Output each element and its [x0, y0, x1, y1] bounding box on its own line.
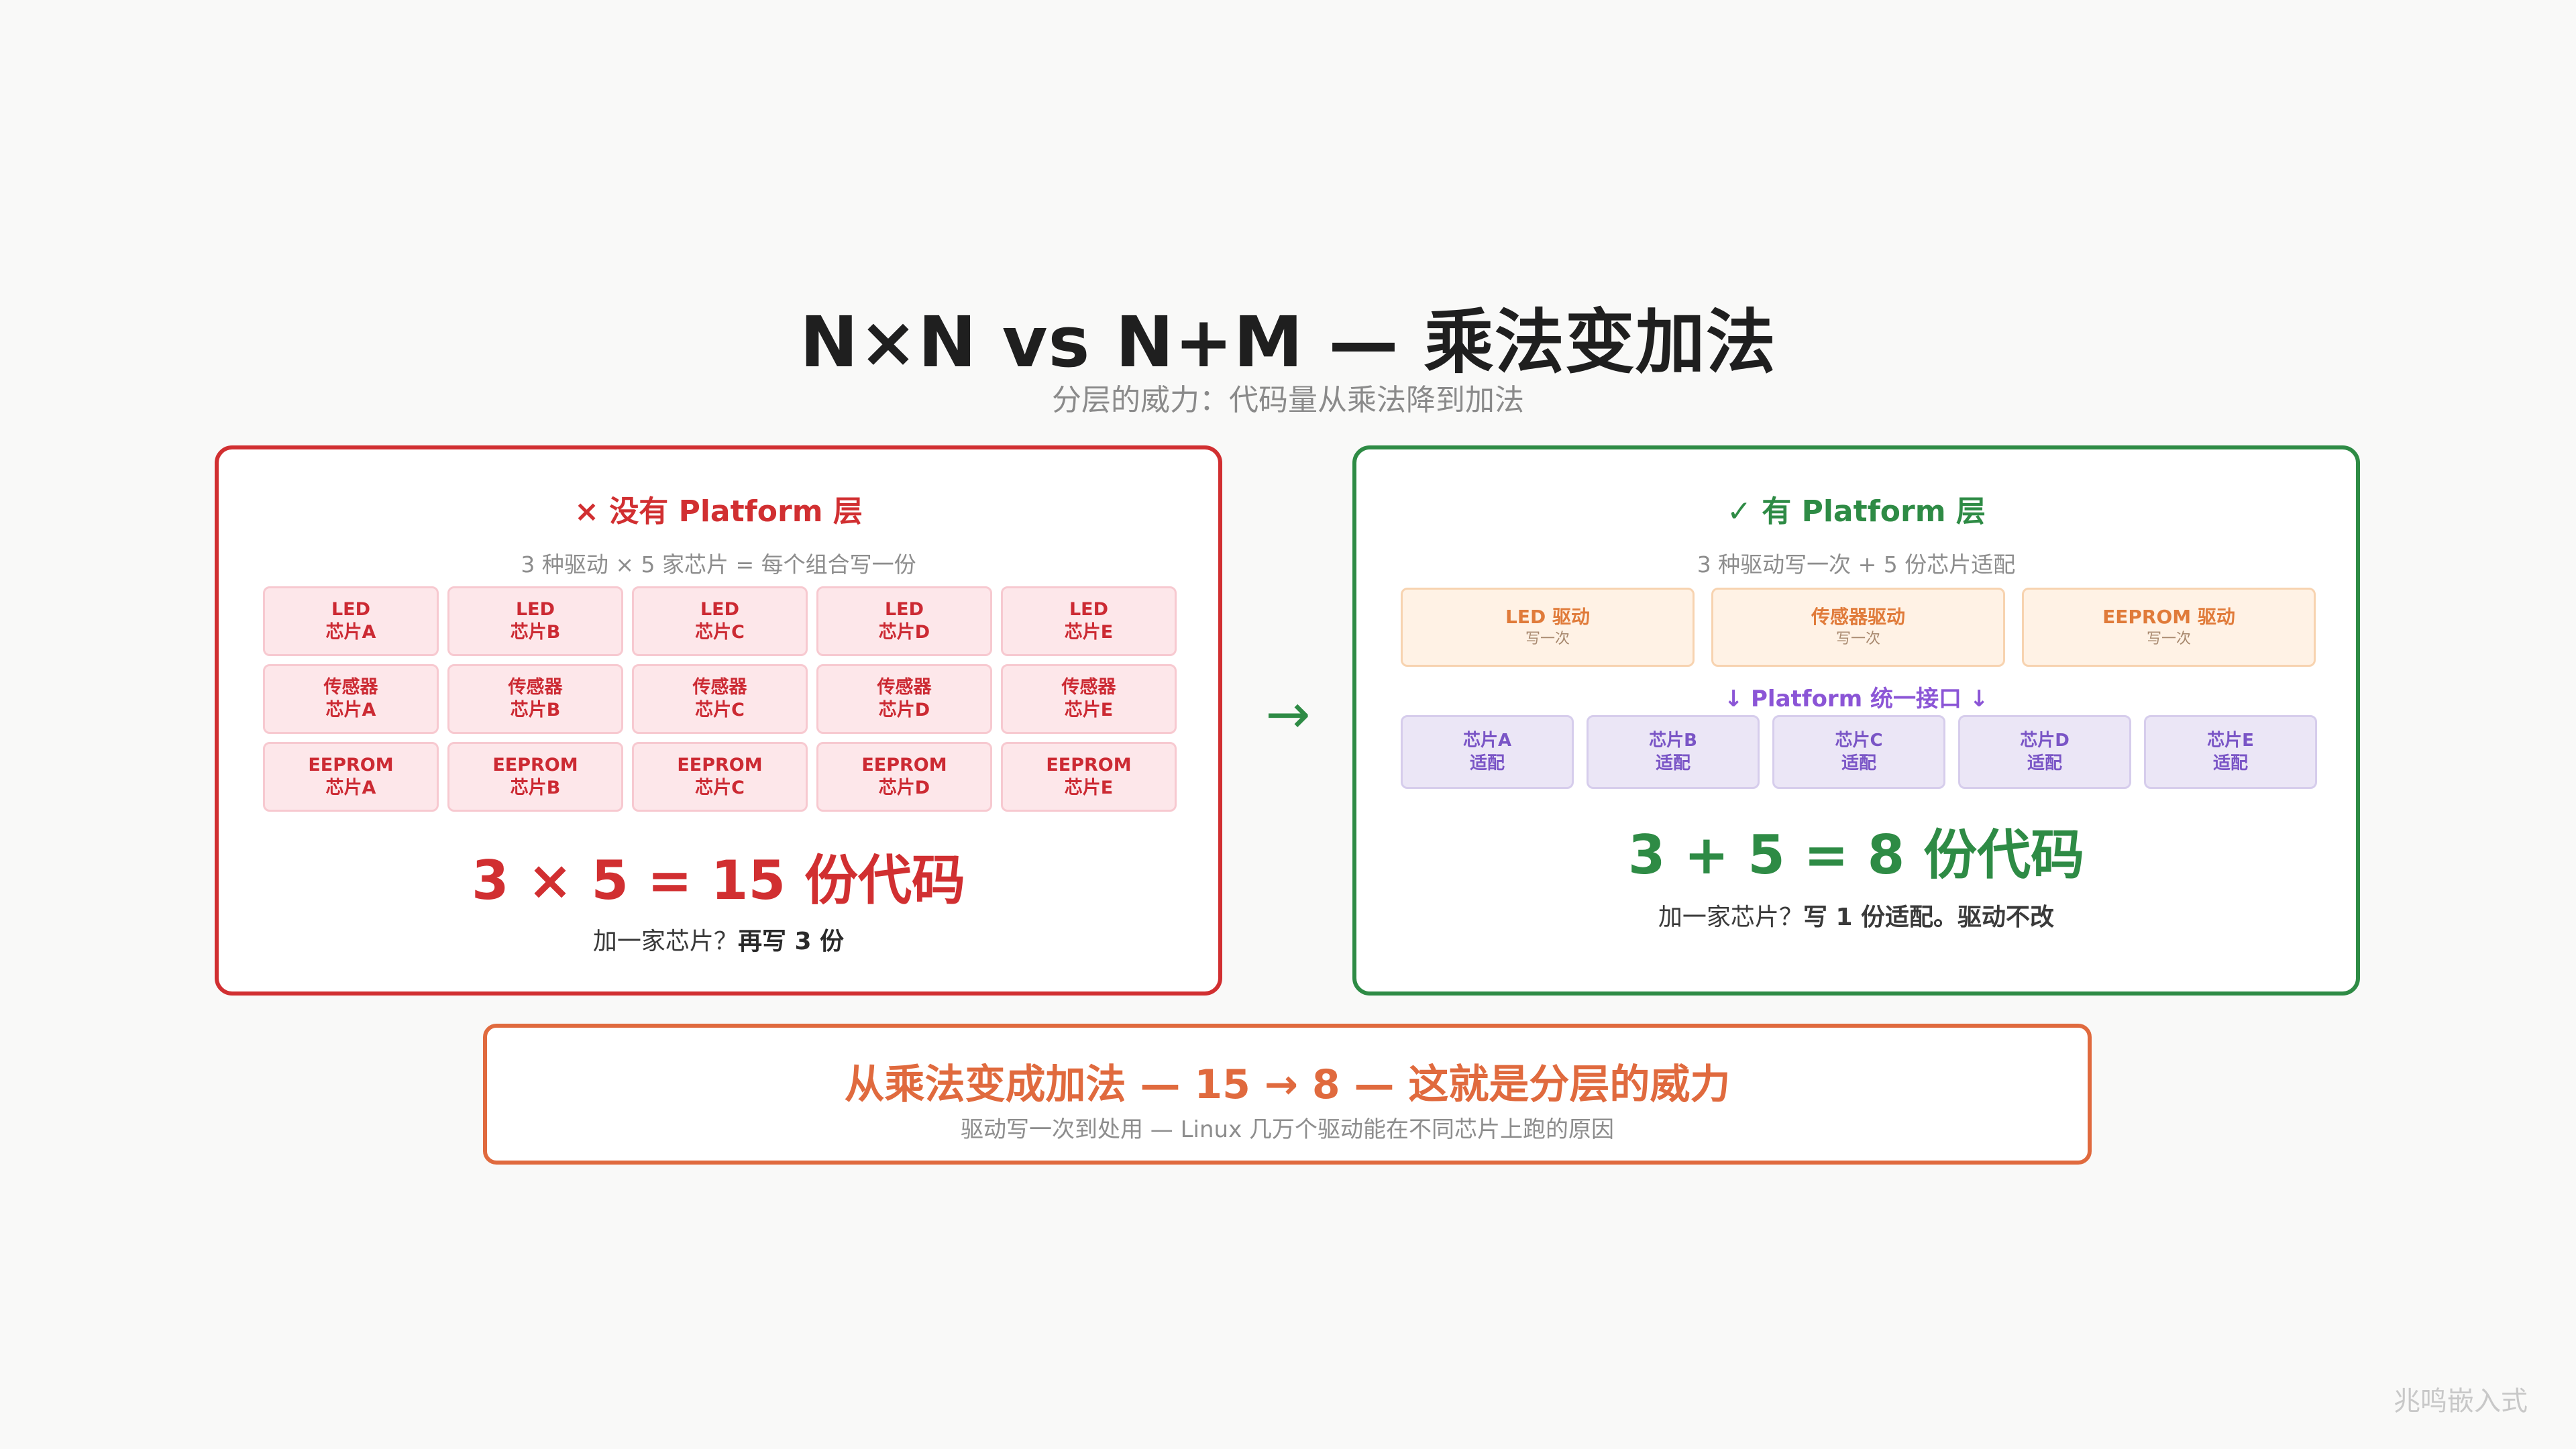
combo-cell-driver: EEPROM: [861, 755, 947, 775]
combo-cell-chip: 芯片A: [325, 777, 376, 798]
driver-cell: 传感器驱动写一次: [1711, 588, 2005, 667]
summary-banner: 从乘法变成加法 — 15 → 8 — 这就是分层的威力 驱动写一次到处用 — L…: [483, 1024, 2092, 1165]
combo-cell: 传感器芯片E: [1001, 664, 1177, 734]
page-title: N×N vs N+M — 乘法变加法: [800, 301, 1776, 383]
combo-cell-chip: 芯片B: [510, 700, 561, 720]
driver-label: 传感器驱动: [1811, 606, 1905, 628]
banner-main-text: 从乘法变成加法 — 15 → 8 — 这就是分层的威力: [844, 1061, 1731, 1108]
left-note-prefix: 加一家芯片？: [592, 928, 738, 955]
right-panel-subtitle: 3 种驱动写一次 + 5 份芯片适配: [1697, 551, 2016, 578]
chip-label: 芯片C: [1835, 731, 1883, 751]
left-panel-subtitle: 3 种驱动 × 5 家芯片 = 每个组合写一份: [521, 551, 916, 578]
left-formula: 3 × 5 = 15 份代码: [472, 849, 965, 912]
combo-cell-chip: 芯片B: [510, 622, 561, 643]
driver-sub: 写一次: [1835, 631, 1880, 647]
platform-interface-label: ↓ Platform 统一接口 ↓: [1723, 686, 1989, 712]
banner-sub-text: 驱动写一次到处用 — Linux 几万个驱动能在不同芯片上跑的原因: [960, 1116, 1615, 1143]
watermark: 兆鸣嵌入式: [2394, 1386, 2528, 1417]
driver-label: EEPROM 驱动: [2102, 606, 2235, 628]
left-note: 加一家芯片？再写 3 份: [219, 922, 1218, 957]
chip-label: 芯片A: [1462, 731, 1512, 751]
right-note-prefix: 加一家芯片？: [1658, 904, 1803, 931]
combo-cell-chip: 芯片D: [878, 777, 930, 798]
combo-cell-driver: EEPROM: [1046, 755, 1132, 775]
combo-cell-driver: LED: [1069, 599, 1109, 620]
driver-cell: EEPROM 驱动写一次: [2022, 588, 2316, 667]
driver-label: LED 驱动: [1505, 606, 1590, 628]
combo-cell: 传感器芯片A: [263, 664, 439, 734]
left-panel-title: × 没有 Platform 层: [574, 494, 863, 529]
chip-sub: 适配: [2027, 753, 2062, 773]
right-formula: 3 + 5 = 8 份代码: [1627, 824, 2085, 886]
combo-cell-chip: 芯片E: [1064, 777, 1114, 798]
chip-sub: 适配: [2212, 753, 2248, 773]
combo-cell-driver: LED: [515, 599, 555, 620]
combo-cell-driver: 传感器: [323, 677, 378, 698]
combo-cell-driver: 传感器: [1061, 677, 1116, 698]
driver-sub: 写一次: [1525, 631, 1570, 647]
combo-cell: 传感器芯片C: [632, 664, 808, 734]
arrow-right-icon: →: [1265, 683, 1311, 745]
right-note: 加一家芯片？写 1 份适配。驱动不改: [1356, 898, 2356, 932]
right-note-bold: 写 1 份适配。驱动不改: [1803, 904, 2055, 931]
right-panel-title: ✓ 有 Platform 层: [1727, 494, 1986, 529]
combo-cell-driver: LED: [884, 599, 924, 620]
combo-cell-chip: 芯片E: [1064, 622, 1114, 643]
panel-without-platform: × 没有 Platform 层 3 种驱动 × 5 家芯片 = 每个组合写一份 …: [215, 445, 1222, 996]
driver-sub: 写一次: [2146, 631, 2191, 647]
combo-cell: 传感器芯片D: [816, 664, 992, 734]
combo-cell-chip: 芯片E: [1064, 700, 1114, 720]
panel-with-platform: ✓ 有 Platform 层 3 种驱动写一次 + 5 份芯片适配 LED 驱动…: [1352, 445, 2360, 996]
chip-label: 芯片D: [2020, 731, 2070, 751]
combo-cell-chip: 芯片A: [325, 700, 376, 720]
combo-cell-driver: 传感器: [692, 677, 747, 698]
combo-cell-chip: 芯片D: [878, 622, 930, 643]
combo-cell-chip: 芯片B: [510, 777, 561, 798]
combo-cell-chip: 芯片C: [695, 700, 745, 720]
chip-label: 芯片E: [2207, 731, 2254, 751]
combo-cell-driver: 传感器: [508, 677, 563, 698]
combo-cell-driver: LED: [700, 599, 740, 620]
combo-cell-chip: 芯片C: [695, 622, 745, 643]
chip-label: 芯片B: [1649, 731, 1697, 751]
combo-cell-chip: 芯片D: [878, 700, 930, 720]
chip-sub: 适配: [1655, 753, 1690, 773]
driver-cell: LED 驱动写一次: [1401, 588, 1695, 667]
combo-cell-driver: EEPROM: [677, 755, 763, 775]
chip-sub: 适配: [1469, 753, 1505, 773]
combo-cell-chip: 芯片C: [695, 777, 745, 798]
left-note-bold: 再写 3 份: [737, 928, 845, 955]
combo-cell-chip: 芯片A: [325, 622, 376, 643]
chip-sub: 适配: [1841, 753, 1876, 773]
combo-cell-driver: EEPROM: [492, 755, 578, 775]
combo-cell-driver: LED: [331, 599, 371, 620]
combo-cell: 传感器芯片B: [447, 664, 623, 734]
combo-cell-driver: 传感器: [877, 677, 932, 698]
combo-cell-driver: EEPROM: [308, 755, 394, 775]
page-subtitle: 分层的威力：代码量从乘法降到加法: [1052, 383, 1524, 417]
